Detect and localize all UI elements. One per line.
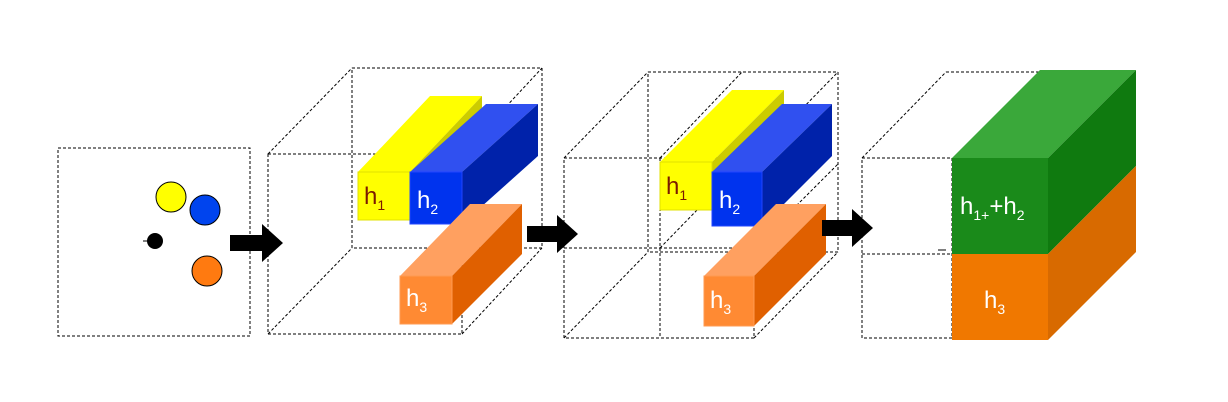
p2-bar-h2 — [409, 104, 538, 225]
p4-block-bottom — [952, 166, 1136, 340]
arrow-2-shape — [527, 215, 578, 253]
p4-block-top — [952, 70, 1136, 254]
p4-label-top: h1++h2 — [960, 193, 1025, 223]
blue-circle — [189, 194, 221, 226]
p3-bar-h2 — [711, 104, 832, 227]
p3-bar-h3 — [703, 204, 826, 327]
p2-label-h1: h1 — [364, 183, 385, 213]
p3-label-h2: h2 — [719, 187, 740, 217]
p3-label-h1: h1 — [666, 173, 687, 203]
p2-label-h3: h3 — [406, 285, 427, 315]
panel-1 — [57, 147, 251, 337]
panel-2: h1 h2 h3 — [267, 67, 543, 335]
panel-4: h1++h2 h3 — [861, 70, 1136, 340]
arrow-2 — [527, 215, 578, 253]
orange-circle — [191, 255, 223, 287]
p4-label-bottom: h3 — [984, 287, 1005, 317]
arrow-3 — [822, 209, 873, 247]
panel-3: h1 h2 h3 — [563, 71, 839, 339]
arrow-3-shape — [822, 209, 873, 247]
p2-bar-h3 — [399, 204, 522, 325]
p2-label-h2: h2 — [417, 187, 438, 217]
arrow-1-shape — [230, 224, 283, 262]
p3-label-h3: h3 — [710, 287, 731, 317]
yellow-circle — [155, 181, 187, 213]
arrow-1 — [230, 224, 283, 262]
